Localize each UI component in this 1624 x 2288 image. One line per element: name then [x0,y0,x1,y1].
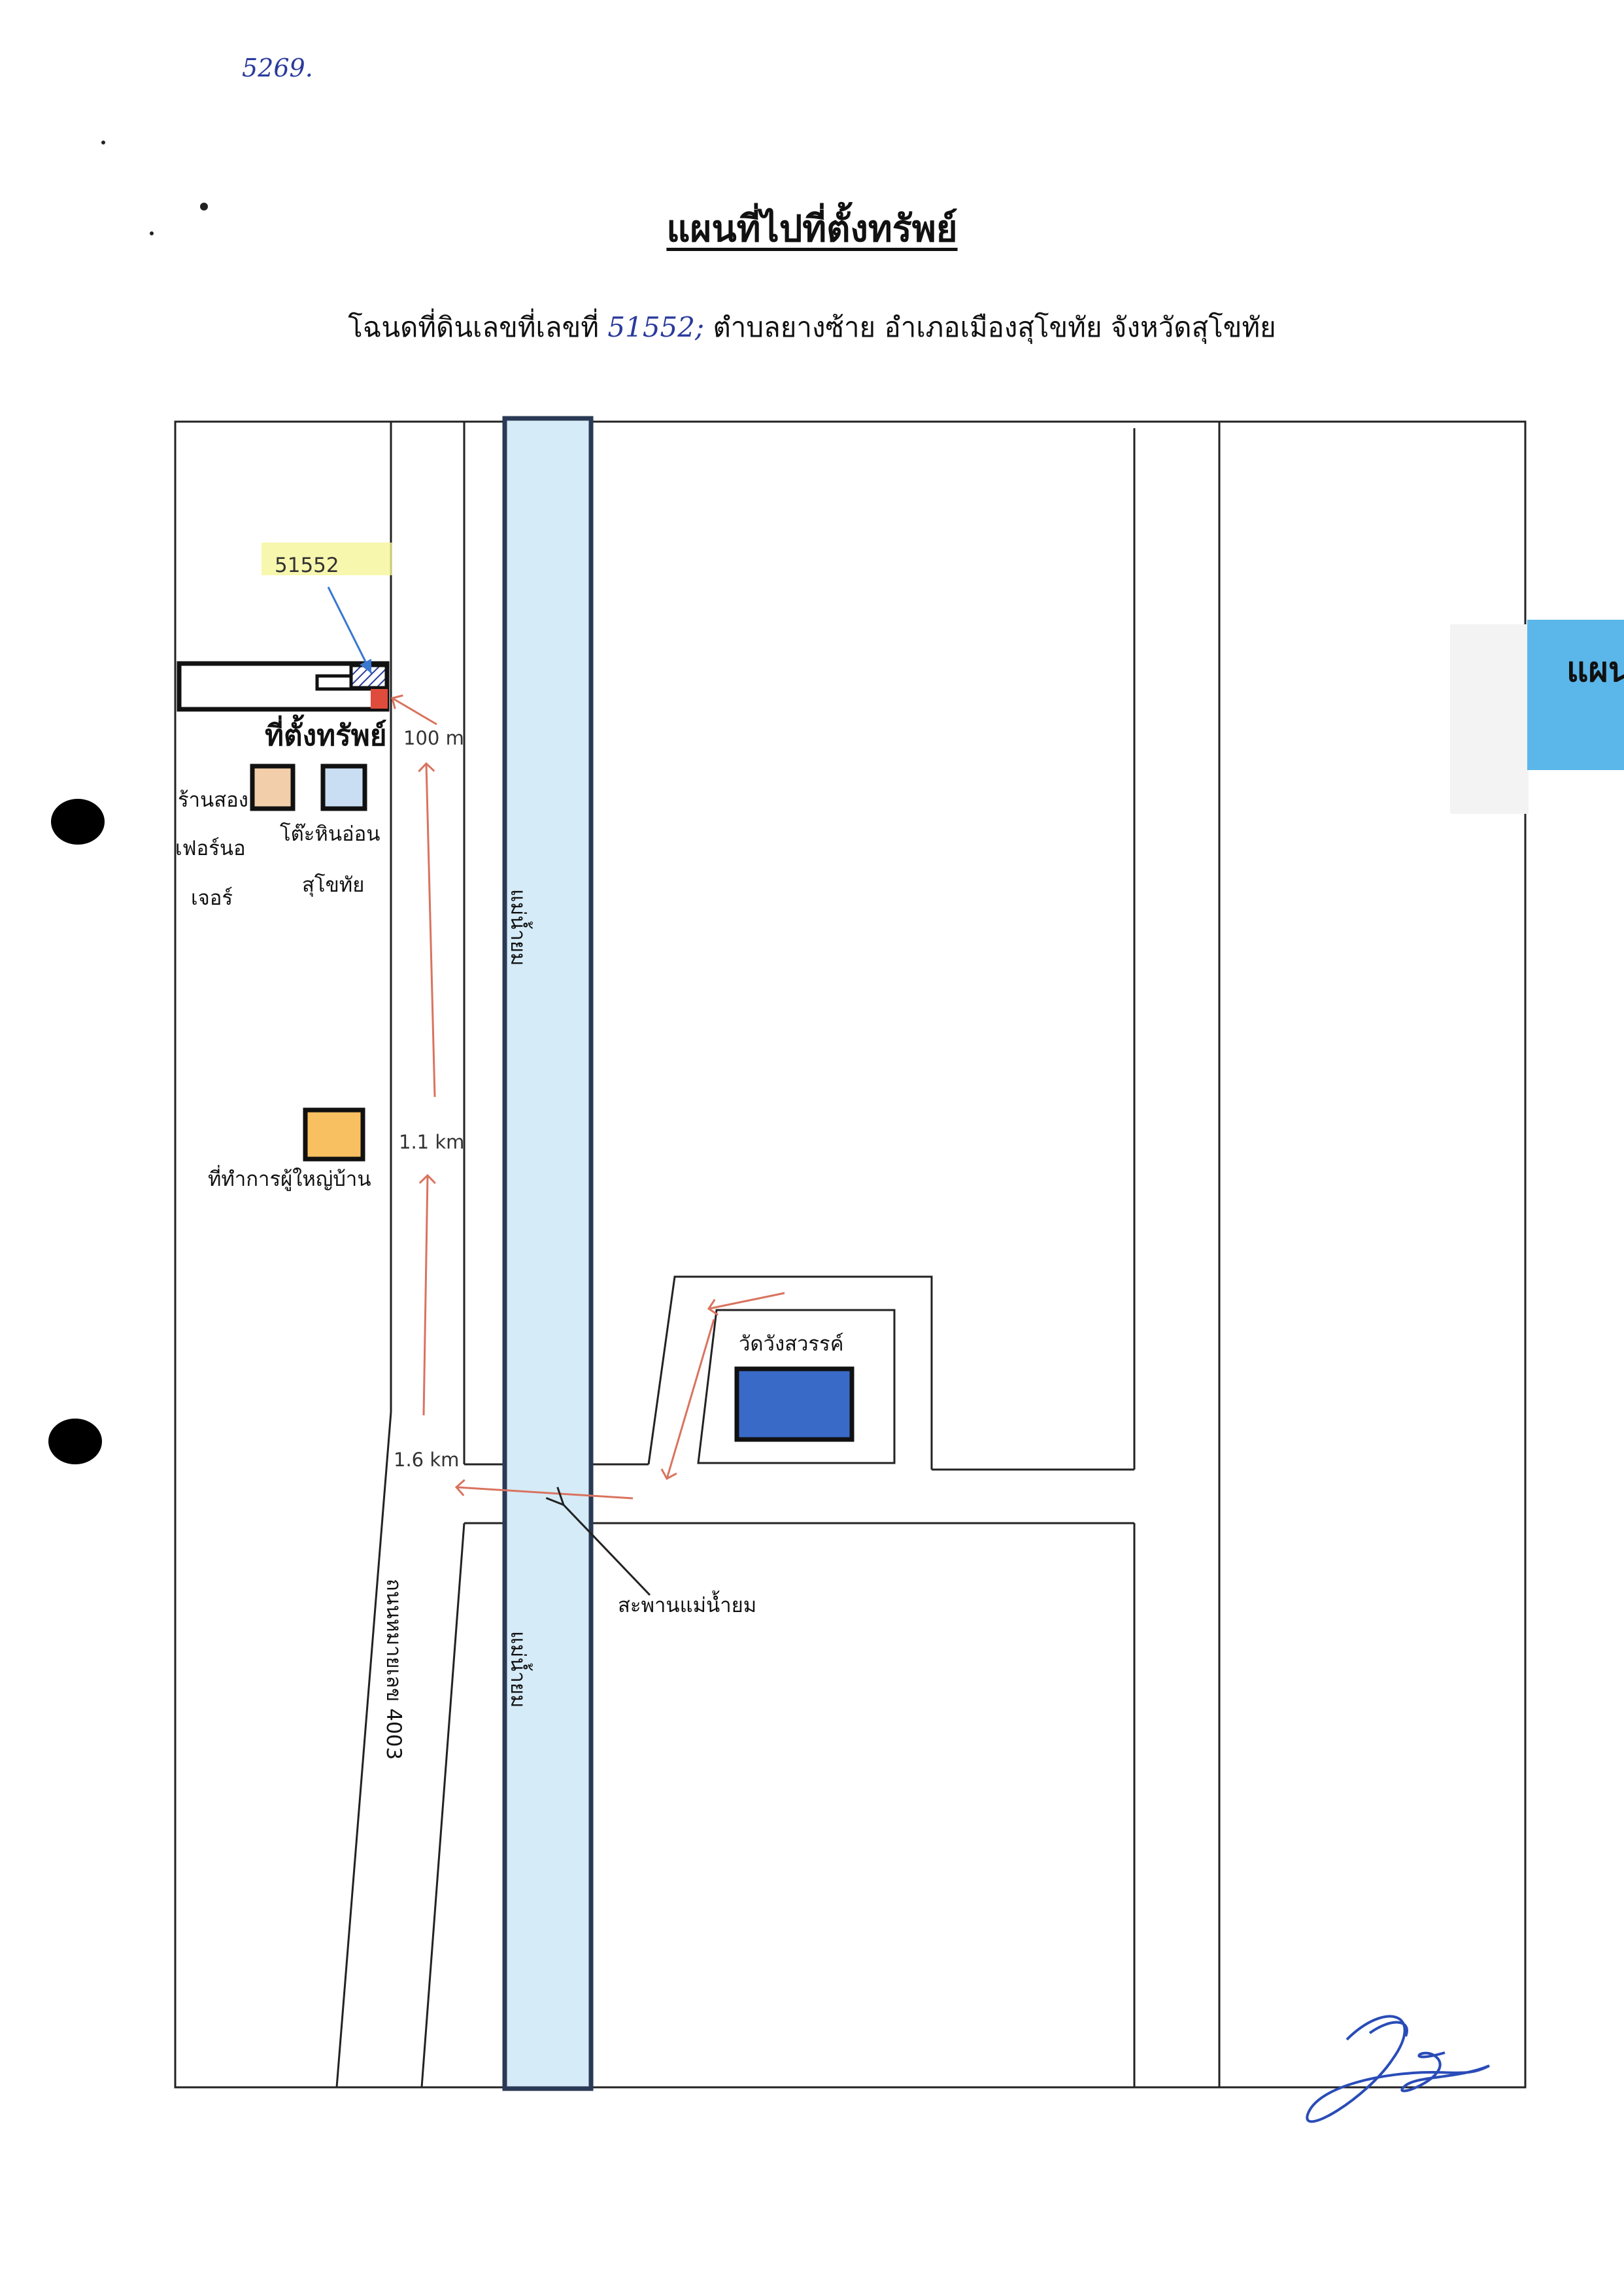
bridge-pointer-arrow-icon [545,1487,651,1596]
route-arrow-icon [454,1479,634,1500]
shop-label-line2: เฟอร์นอ [175,837,246,860]
parcel-label: 51552 [275,554,339,577]
page-number: 5269. [242,54,313,82]
bridge-label: สะพานแม่น้ำยม [618,1594,757,1617]
deed-number: 51552 [607,311,695,343]
river-label-top: แม่น้ำยม [506,889,530,966]
punch-hole-top [51,799,105,845]
shop-label-line3: เจอร์ [191,886,233,910]
sticky-note-shadow [1450,624,1529,814]
route-arrow-icon [418,1173,436,1416]
property-marker [371,689,388,709]
route-arrow-icon [707,1292,785,1316]
punch-hole-bottom [48,1419,102,1464]
map-frame [174,420,1527,2089]
distance-1-1km: 1.1 km [399,1131,465,1153]
road-right-edge-lower [420,1523,465,2088]
signature-icon [1306,2015,1490,2123]
headman-office-label: ที่ทำการผู้ใหญ่บ้าน [208,1168,371,1191]
route-arrow-icon [391,694,437,726]
temple-box [734,1366,854,1442]
property-label: ที่ตั้งทรัพย์ [265,719,387,752]
temple-label: วัดวังสวรรค์ [739,1332,844,1356]
stone-label-line1: โต๊ะหินอ่อน [280,822,381,846]
page-title: แผนที่ไปที่ตั้งทรัพย์ [666,208,958,250]
shop-label-line1: ร้านสอง [178,788,248,812]
temple-road [647,1275,933,1470]
road-left-edge-lower [335,1411,392,2088]
subtitle-suffix: ตำบลยางซ้าย อำเภอเมืองสุโขทัย จังหวัดสุโ… [713,311,1276,343]
stone-box [320,764,367,811]
route-arrow-icon [418,762,436,1098]
deed-subtitle: โฉนดที่ดินเลขที่เลขที่ 51552; ตำบลยางซ้า… [348,311,1276,343]
sticky-note-text: แผนที [1566,650,1624,690]
sticky-note-tab[interactable]: แผนที [1527,620,1624,770]
route-arrow-icon [660,1319,715,1481]
river [502,416,594,2091]
headman-box [303,1107,365,1162]
stone-label-line2: สุโขทัย [302,873,365,897]
distance-1-6km: 1.6 km [394,1449,460,1471]
road-4003-label: ถนนหมายเลข 4003 [382,1579,405,1760]
temple-compound [697,1309,896,1464]
parcel-highlight [262,543,392,575]
subtitle-prefix: โฉนดที่ดินเลขที่เลขที่ [348,311,600,343]
distance-100m: 100 m [403,727,464,749]
river-label-bottom: แม่น้ำยม [506,1631,530,1708]
parcel-pointer-arrow-icon [327,586,373,674]
shop-box [250,764,296,811]
